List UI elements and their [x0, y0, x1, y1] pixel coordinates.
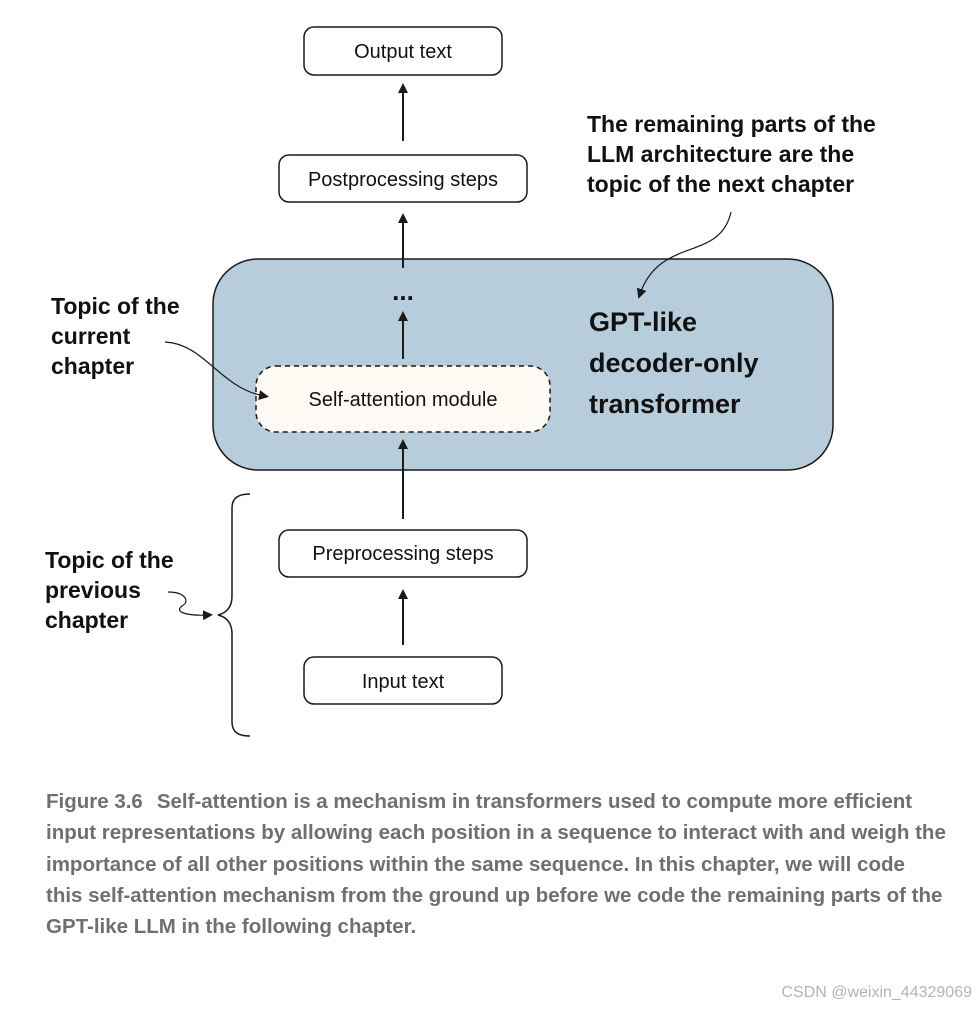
gpt-label-line3: transformer	[589, 389, 741, 419]
current-chapter-note-line1: Topic of the	[51, 293, 180, 319]
self-attention-module-label: Self-attention module	[308, 389, 497, 411]
previous-chapter-brace	[217, 493, 251, 737]
preprocessing-steps-node: Preprocessing steps	[278, 529, 528, 578]
figure-number: Figure 3.6	[46, 790, 143, 813]
previous-chapter-pointer	[167, 591, 213, 621]
output-text-node: Output text	[303, 26, 503, 76]
postprocessing-steps-node: Postprocessing steps	[278, 154, 528, 203]
self-attention-module-node: Self-attention module	[255, 365, 551, 433]
previous-chapter-note-line2: previous	[45, 577, 141, 603]
ellipsis: ...	[392, 276, 414, 306]
previous-chapter-note-line1: Topic of the	[45, 547, 174, 573]
gpt-label-line1: GPT-like	[589, 307, 697, 337]
figure-caption-text: Self-attention is a mechanism in transfo…	[46, 790, 946, 939]
output-text-label: Output text	[354, 41, 452, 63]
remaining-parts-note-line1: The remaining parts of the	[587, 111, 876, 137]
current-chapter-note-line2: current	[51, 323, 131, 349]
current-chapter-pointer	[164, 341, 269, 401]
postprocessing-steps-label: Postprocessing steps	[308, 169, 498, 191]
input-text-node: Input text	[303, 656, 503, 705]
preprocessing-steps-label: Preprocessing steps	[312, 543, 493, 565]
architecture-diagram: Output text Postprocessing steps Self-at…	[45, 26, 876, 737]
remaining-parts-note-line2: LLM architecture are the	[587, 141, 854, 167]
remaining-parts-note-line3: topic of the next chapter	[587, 171, 854, 197]
gpt-label-line2: decoder-only	[589, 348, 759, 378]
previous-chapter-note-line3: chapter	[45, 607, 128, 633]
input-text-label: Input text	[362, 671, 445, 693]
remaining-parts-pointer	[636, 211, 732, 299]
watermark: CSDN @weixin_44329069	[781, 984, 972, 1001]
current-chapter-note-line3: chapter	[51, 353, 134, 379]
